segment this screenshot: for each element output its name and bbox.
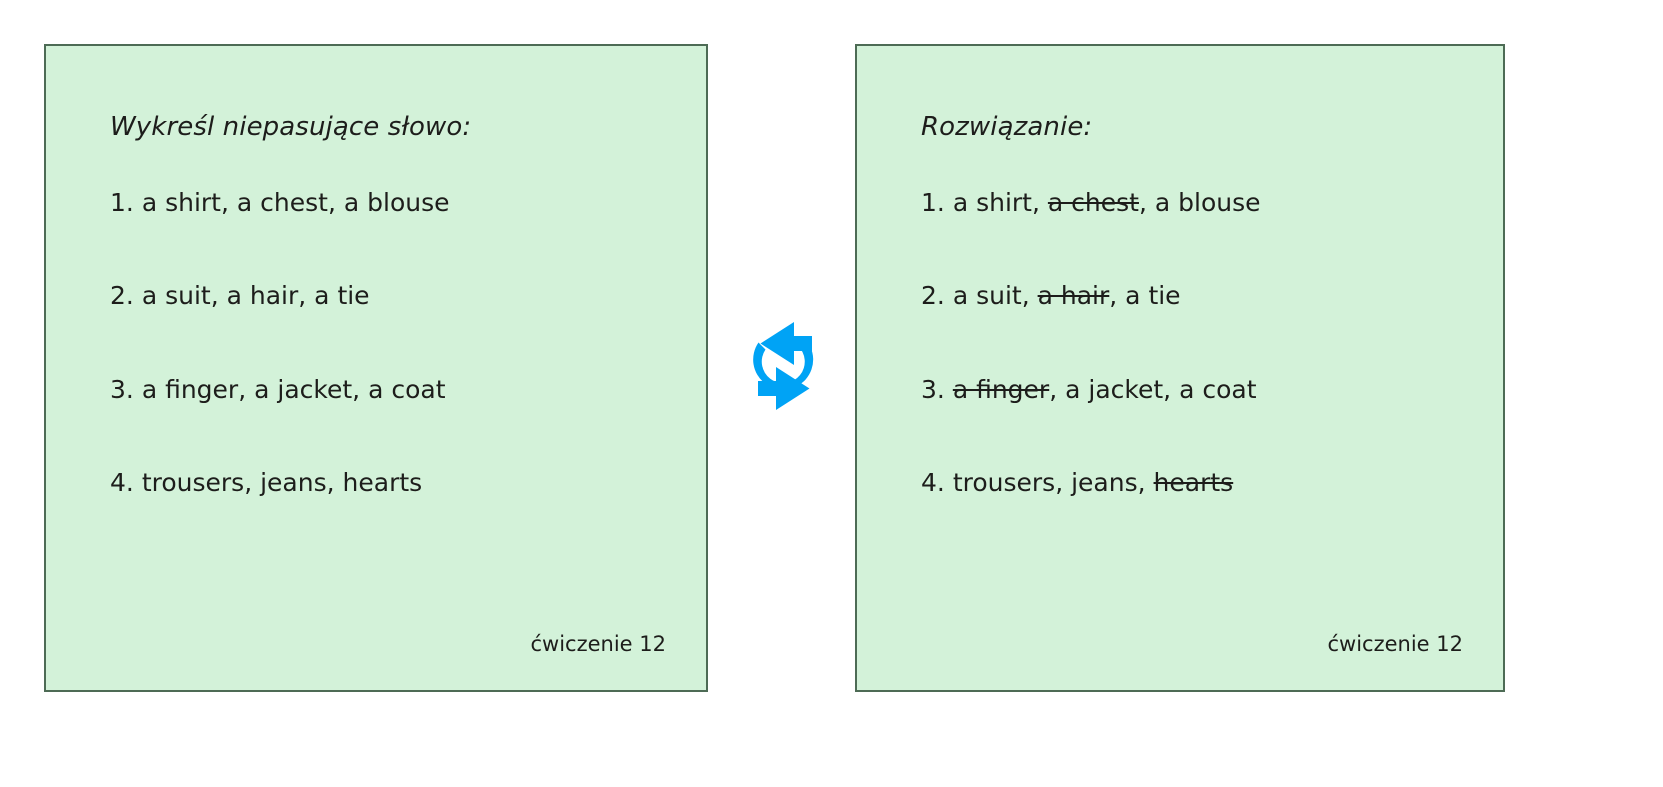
word-separator: ,	[238, 374, 255, 404]
item-number: 1.	[921, 188, 953, 218]
item-number: 2.	[921, 281, 953, 311]
word-separator: ,	[1163, 374, 1180, 404]
exercise-card: Wykreśl niepasujące słowo: 1. a shirt, a…	[44, 44, 708, 692]
solution-footer-label: ćwiczenie 12	[1327, 632, 1463, 656]
word: jeans	[260, 467, 327, 497]
word: a blouse	[343, 188, 450, 218]
item-number: 4.	[921, 467, 953, 497]
list-item: 2. a suit, a hair, a tie	[921, 280, 1463, 311]
refresh-sync-icon[interactable]	[742, 316, 828, 416]
word-struck: a finger	[952, 374, 1050, 404]
exercise-footer-label: ćwiczenie 12	[530, 632, 666, 656]
word: a suit	[141, 281, 211, 311]
word: a coat	[1179, 374, 1257, 404]
word: trousers	[141, 467, 245, 497]
word-struck: a hair	[1037, 281, 1110, 311]
word: hearts	[342, 467, 423, 497]
word-separator: ,	[1109, 281, 1126, 311]
word-separator: ,	[1055, 467, 1072, 497]
exercise-title: Wykreśl niepasujące słowo:	[110, 112, 472, 142]
item-number: 2.	[110, 281, 142, 311]
word: a tie	[1125, 281, 1181, 311]
item-number: 3.	[921, 374, 953, 404]
solution-card: Rozwiązanie: 1. a shirt, a chest, a blou…	[855, 44, 1505, 692]
list-item: 1. a shirt, a chest, a blouse	[921, 187, 1463, 218]
word: a suit	[952, 281, 1022, 311]
word: trousers	[952, 467, 1056, 497]
word: a chest	[236, 188, 328, 218]
word-separator: ,	[352, 374, 369, 404]
list-item: 2. a suit, a hair, a tie	[110, 280, 666, 311]
word-separator: ,	[1137, 467, 1154, 497]
word: a coat	[368, 374, 446, 404]
word: a shirt	[141, 188, 221, 218]
word: a shirt	[952, 188, 1032, 218]
list-item: 3. a finger, a jacket, a coat	[921, 374, 1463, 405]
word-struck: hearts	[1153, 467, 1234, 497]
word-separator: ,	[326, 467, 343, 497]
item-number: 3.	[110, 374, 142, 404]
word-separator: ,	[327, 188, 344, 218]
item-number: 1.	[110, 188, 142, 218]
word: a tie	[314, 281, 370, 311]
word-separator: ,	[220, 188, 237, 218]
exercise-item-list: 1. a shirt, a chest, a blouse 2. a suit, …	[110, 187, 666, 498]
word: a jacket	[254, 374, 353, 404]
solution-title: Rozwiązanie:	[921, 112, 1093, 142]
word-separator: ,	[244, 467, 261, 497]
list-item: 4. trousers, jeans, hearts	[921, 467, 1463, 498]
word-separator: ,	[1021, 281, 1038, 311]
word-separator: ,	[1031, 188, 1048, 218]
word-struck: a chest	[1047, 188, 1139, 218]
word: a hair	[226, 281, 299, 311]
item-number: 4.	[110, 467, 142, 497]
word-separator: ,	[1138, 188, 1155, 218]
list-item: 3. a finger, a jacket, a coat	[110, 374, 666, 405]
word-separator: ,	[1049, 374, 1066, 404]
word: a blouse	[1154, 188, 1261, 218]
solution-item-list: 1. a shirt, a chest, a blouse 2. a suit, …	[921, 187, 1463, 498]
word-separator: ,	[298, 281, 315, 311]
word: a finger	[141, 374, 239, 404]
word-separator: ,	[210, 281, 227, 311]
list-item: 4. trousers, jeans, hearts	[110, 467, 666, 498]
word: a jacket	[1065, 374, 1164, 404]
word: jeans	[1071, 467, 1138, 497]
list-item: 1. a shirt, a chest, a blouse	[110, 187, 666, 218]
